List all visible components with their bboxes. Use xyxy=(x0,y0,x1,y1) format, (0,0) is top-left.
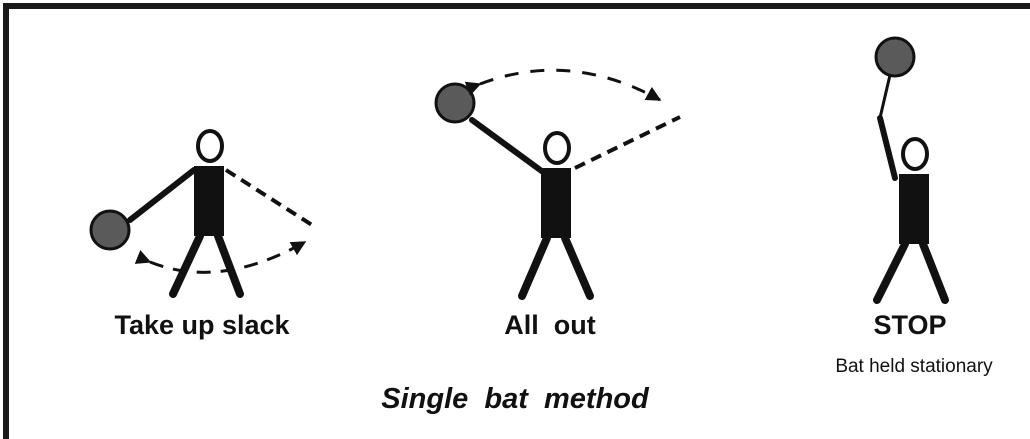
stop-label: STOP xyxy=(873,310,947,340)
stop-description: Bat held stationary xyxy=(835,356,993,377)
dashed-arm-line xyxy=(224,168,314,227)
head-icon xyxy=(901,137,929,171)
head-icon xyxy=(543,131,571,165)
arm-line xyxy=(127,167,197,223)
bat-paddle-icon xyxy=(89,209,131,251)
take-up-slack-figure xyxy=(89,129,314,298)
bat-paddle-icon xyxy=(874,36,916,78)
dashed-arrow-icon xyxy=(464,68,662,102)
all-out-label: All out xyxy=(504,310,596,340)
torso-icon xyxy=(899,174,929,244)
torso-icon xyxy=(194,166,224,236)
diagram-frame xyxy=(3,3,1030,439)
take-up-slack-label: Take up slack xyxy=(114,310,290,340)
diagram-caption: Single bat method xyxy=(381,383,649,415)
arm-line xyxy=(469,117,546,175)
torso-icon xyxy=(541,168,571,238)
bat-paddle-icon xyxy=(434,82,476,124)
right-leg-line xyxy=(214,232,244,298)
stop-figure xyxy=(873,36,949,304)
all-out-figure xyxy=(434,68,681,300)
left-leg-line xyxy=(169,232,204,298)
dashed-arrow-icon xyxy=(134,240,307,274)
right-leg-line xyxy=(561,234,594,300)
bat-handle-line xyxy=(878,73,892,120)
right-leg-line xyxy=(919,240,949,304)
dashed-arm-line xyxy=(574,115,681,170)
left-leg-line xyxy=(518,234,551,300)
left-leg-line xyxy=(873,240,909,304)
head-icon xyxy=(196,129,224,163)
arm-line xyxy=(877,115,898,181)
